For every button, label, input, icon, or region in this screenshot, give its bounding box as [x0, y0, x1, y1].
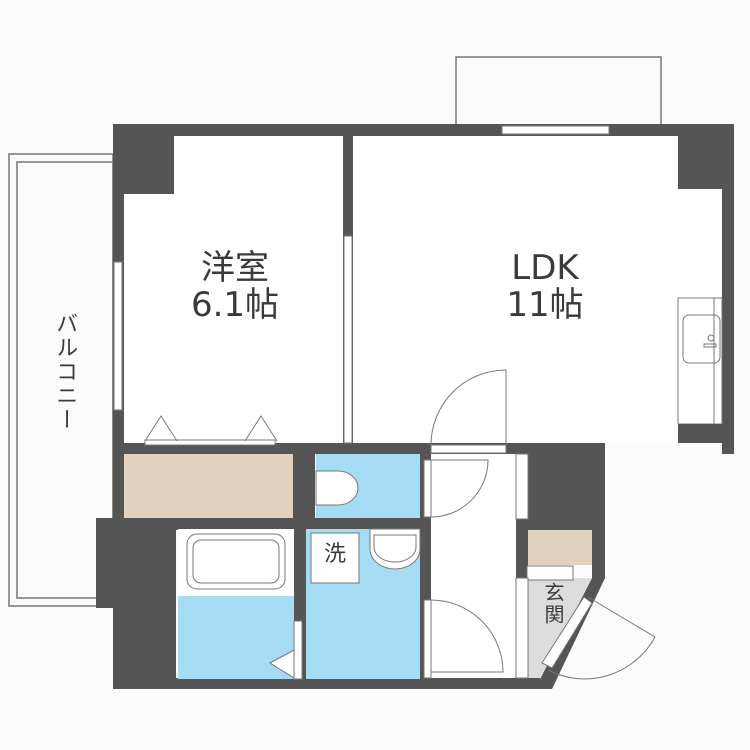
washroom-door-swing	[430, 599, 504, 673]
sliding-door-partition	[343, 235, 353, 444]
hallway	[431, 454, 516, 678]
ldk-door-swing	[430, 369, 507, 446]
ldk-floor	[353, 136, 722, 443]
toilet-icon	[315, 470, 359, 506]
kitchen-sink-icon	[682, 314, 721, 364]
window-left	[113, 261, 123, 411]
entrance-door-swing	[547, 596, 656, 680]
ldk-name: LDK	[511, 248, 579, 288]
ldk-size: 11帖	[506, 285, 584, 326]
entrance-floor	[516, 578, 592, 678]
top-ledge	[455, 56, 662, 126]
washer-space	[310, 532, 360, 584]
western-room-name: 洋室	[201, 248, 269, 288]
window-top	[501, 125, 610, 135]
washroom-label: 洗	[323, 542, 346, 567]
closet	[124, 454, 293, 518]
bathtub-icon	[186, 533, 286, 590]
western-room-size: 6.1帖	[190, 285, 280, 326]
shoe-cabinet	[528, 530, 592, 565]
balcony-label: バルコニー	[52, 312, 78, 432]
entrance-label: 玄関	[541, 582, 565, 626]
toilet-door-swing	[430, 459, 489, 518]
